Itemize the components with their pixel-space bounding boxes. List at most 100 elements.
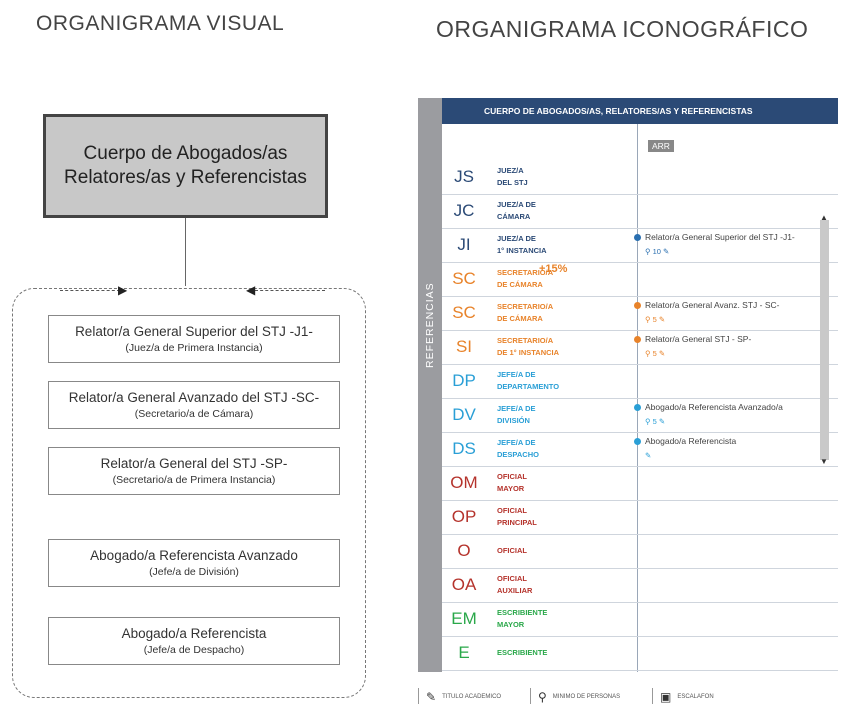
- role-box: Relator/a General Superior del STJ -J1-(…: [48, 315, 340, 363]
- rank-label-line1: SECRETARIO/A: [497, 268, 554, 277]
- rank-label: OFICIAL AUXILIAR: [497, 573, 627, 597]
- diploma-icon: ✎: [426, 690, 437, 704]
- rank-label: JEFE/A DE DESPACHO: [497, 437, 627, 461]
- connector-line: [185, 218, 186, 286]
- role-subtitle: (Jefe/a de División): [149, 566, 239, 578]
- person-icon: ⚲: [645, 349, 653, 358]
- diploma-icon: ✎: [656, 349, 666, 358]
- rank-label-line1: JUEZ/A: [497, 166, 524, 175]
- rank-label-line1: JUEZ/A DE: [497, 200, 536, 209]
- rank-label-line1: OFICIAL: [497, 546, 527, 555]
- rank-label: OFICIAL PRINCIPAL: [497, 505, 627, 529]
- rank-abbr: JI: [457, 235, 471, 254]
- rank-label-line1: JUEZ/A DE: [497, 234, 536, 243]
- rank-label-line1: ESCRIBIENTE: [497, 608, 548, 617]
- legend-item: ⚲ MINIMO DE PERSONAS: [538, 690, 620, 704]
- diploma-icon: ✎: [656, 417, 666, 426]
- legend-label: TITULO ACADEMICO: [442, 694, 502, 700]
- side-label: REFERENCIAS: [424, 282, 436, 368]
- rank-label-line2: DESPACHO: [497, 450, 539, 459]
- arrow-left-icon: ◀: [246, 283, 256, 297]
- role-title: Relator/a General Superior del STJ -J1-: [75, 324, 313, 339]
- rank-label: ESCRIBIENTE MAYOR: [497, 607, 627, 631]
- panel-header: CUERPO DE ABOGADOS/AS, RELATORES/AS Y RE…: [442, 98, 838, 124]
- legend-label: MINIMO DE PERSONAS: [552, 694, 621, 700]
- scroll-down-icon[interactable]: ▼: [820, 457, 828, 466]
- relator-entry: Relator/a General Superior del STJ -J1-: [634, 232, 795, 242]
- rank-label-line1: JEFE/A DE: [497, 370, 536, 379]
- role-title: Relator/a General del STJ -SP-: [100, 456, 288, 471]
- rank-label-line1: OFICIAL: [497, 506, 527, 515]
- rank-label-line2: MAYOR: [497, 484, 525, 493]
- role-box: Abogado/a Referencista(Jefe/a de Despach…: [48, 617, 340, 665]
- rank-abbr: DS: [452, 439, 476, 458]
- relator-entry: Relator/a General STJ - SP-: [634, 334, 751, 344]
- dashed-connector-left: [60, 290, 120, 291]
- rank-label-line1: ESCRIBIENTE: [497, 648, 548, 657]
- title-iconographic: ORGANIGRAMA ICONOGRÁFICO: [436, 16, 809, 42]
- status-dot-icon: [634, 234, 641, 242]
- rank-label-line2: MAYOR: [497, 620, 525, 629]
- legend-separator: [418, 688, 419, 704]
- rank-label-line1: JEFE/A DE: [497, 438, 536, 447]
- person-icon: ⚲: [645, 417, 653, 426]
- table-row: O OFICIAL: [442, 534, 838, 569]
- rank-abbr: DP: [452, 371, 476, 390]
- rank-label-line2: DE 1° INSTANCIA: [497, 348, 560, 357]
- title-visual: ORGANIGRAMA VISUAL: [36, 12, 285, 35]
- relator-entry: Relator/a General Avanz. STJ - SC-: [634, 300, 779, 310]
- rank-label-line2: PRINCIPAL: [497, 518, 537, 527]
- table-row: E ESCRIBIENTE: [442, 636, 838, 671]
- person-icon: ⚲: [645, 315, 653, 324]
- scrollbar[interactable]: [820, 220, 829, 460]
- top-box: Cuerpo de Abogados/as Relatores/as y Ref…: [43, 114, 328, 218]
- status-dot-icon: [634, 336, 641, 344]
- person-icon: ⚲: [538, 690, 547, 704]
- min-persons-count: 5: [652, 315, 657, 324]
- arrow-right-icon: ▶: [118, 283, 128, 297]
- legend-label: ESCALAFON: [677, 694, 714, 700]
- rank-abbr: SC: [452, 303, 476, 322]
- role-box: Abogado/a Referencista Avanzado(Jefe/a d…: [48, 539, 340, 587]
- rank-abbr: OM: [450, 473, 478, 492]
- status-dot-icon: [634, 438, 641, 446]
- dashed-container: [12, 288, 366, 698]
- role-box: Relator/a General del STJ -SP-(Secretari…: [48, 447, 340, 495]
- legend-item: ▣ESCALAFON: [660, 690, 714, 704]
- legend-separator: [652, 688, 653, 704]
- relator-entry: Abogado/a Referencista: [634, 436, 736, 446]
- rank-label-line2: AUXILIAR: [497, 586, 533, 595]
- rank-label-line2: DIVISIÓN: [497, 416, 530, 425]
- relator-entry-label: Relator/a General STJ - SP-: [645, 334, 752, 344]
- min-persons: ✎: [645, 451, 651, 460]
- rank-label-line1: OFICIAL: [497, 574, 527, 583]
- min-persons: ⚲ 10 ✎: [645, 247, 669, 256]
- rank-abbr: O: [457, 541, 471, 560]
- rank-abbr: E: [458, 643, 470, 662]
- relator-entry-label: Relator/a General Superior del STJ -J1-: [645, 232, 795, 242]
- top-box-line1: Cuerpo de Abogados/as: [83, 143, 288, 164]
- arr-badge: ARR: [648, 140, 674, 152]
- rank-abbr: SI: [455, 337, 473, 356]
- status-dot-icon: [634, 404, 641, 412]
- role-title: Relator/a General Avanzado del STJ -SC-: [68, 390, 320, 405]
- min-persons-count: 10: [652, 247, 661, 256]
- rank-label-line1: SECRETARIO/A: [497, 302, 554, 311]
- relator-entry: Abogado/a Referencista Avanzado/a: [634, 402, 783, 412]
- rank-abbr: DV: [452, 405, 476, 424]
- percent-badge: +15%: [539, 263, 568, 275]
- rank-abbr: JS: [454, 167, 474, 186]
- scroll-up-icon[interactable]: ▲: [820, 213, 828, 222]
